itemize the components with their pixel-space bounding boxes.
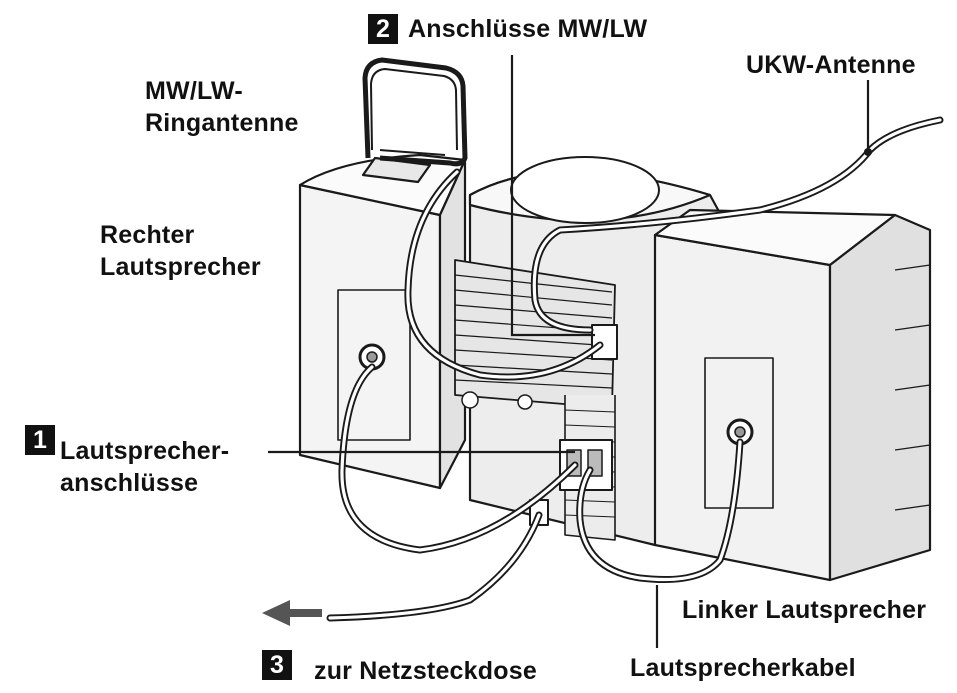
step-2-badge: 2: [368, 14, 398, 44]
label-lautsprecherkabel: Lautsprecherkabel: [630, 654, 856, 682]
label-anschluesse-mwlw: Anschlüsse MW/LW: [408, 15, 648, 43]
cables: [326, 116, 944, 622]
step-1-badge: 1: [25, 425, 55, 455]
mw-lw-loop-antenna: [361, 57, 468, 184]
right-speaker: [298, 153, 467, 490]
label-ukw-antenne: UKW-Antenne: [746, 51, 916, 79]
label-linker-lautsprecher: Linker Lautsprecher: [682, 596, 927, 624]
label-mwlw-ringantenne-2: Ringantenne: [145, 109, 299, 137]
label-lautsprecheranschluesse-1: Lautsprecher-: [60, 437, 230, 465]
arrow-left-icon: [262, 600, 322, 626]
label-rechter-lautsprecher-1: Rechter: [100, 221, 195, 249]
left-speaker: [653, 208, 932, 582]
label-mwlw-ringantenne-1: MW/LW-: [145, 77, 243, 105]
label-rechter-lautsprecher-2: Lautsprecher: [100, 253, 261, 281]
label-zur-netzsteckdose: zur Netzsteckdose: [314, 657, 537, 685]
label-lautsprecheranschluesse-2: anschlüsse: [60, 469, 199, 497]
step-3-badge: 3: [262, 650, 292, 680]
callout-lines: [268, 55, 870, 648]
